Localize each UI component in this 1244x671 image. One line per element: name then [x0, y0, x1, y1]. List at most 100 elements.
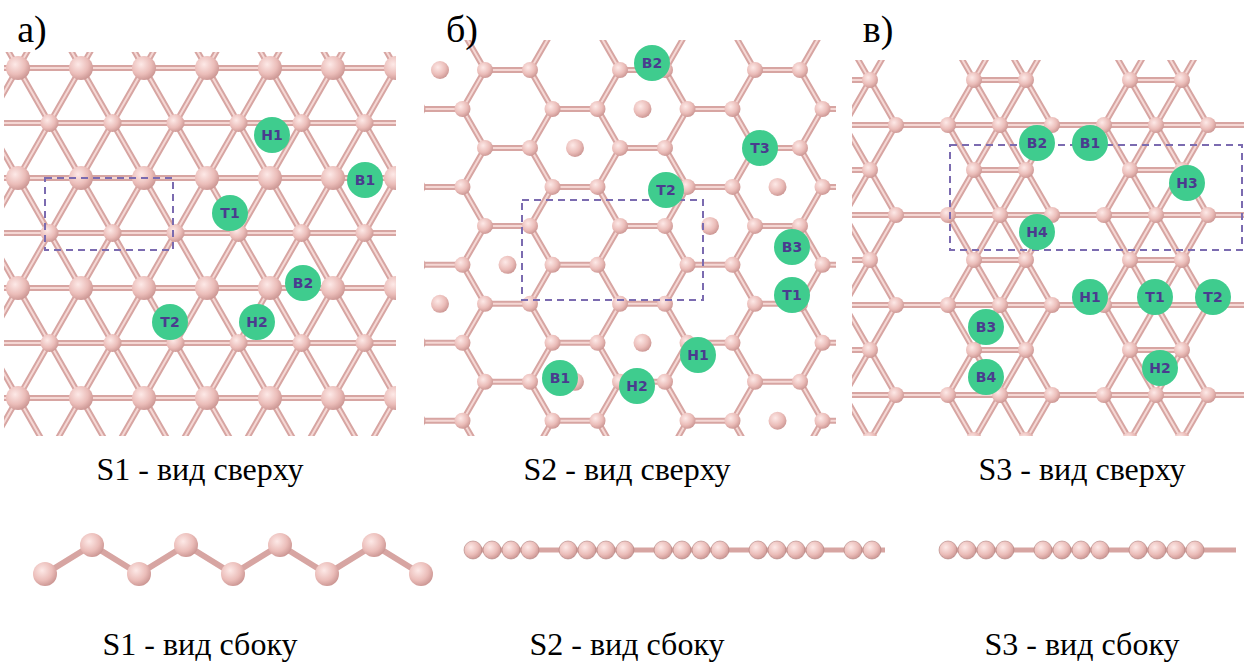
site-label: B4	[976, 370, 996, 384]
boron-atom	[657, 296, 673, 312]
lattice-s3	[852, 60, 1244, 436]
boron-atom	[195, 56, 219, 80]
boron-atom	[362, 533, 386, 557]
boron-atom	[455, 257, 471, 273]
boron-atom	[940, 207, 956, 223]
boron-atom	[477, 218, 493, 234]
bond-highlight	[50, 342, 113, 344]
boron-atom	[725, 101, 741, 117]
boron-atom	[1122, 432, 1138, 436]
boron-atom	[992, 117, 1008, 133]
boron-atom	[806, 541, 824, 559]
center-atom	[499, 256, 517, 274]
boron-atom	[455, 413, 471, 429]
bond-highlight	[50, 232, 113, 234]
boron-atom	[940, 117, 956, 133]
boron-atom	[424, 413, 426, 429]
site-marker: B3	[968, 309, 1004, 345]
boron-atom	[612, 62, 628, 78]
boron-atom	[132, 56, 156, 80]
boron-atom	[787, 541, 805, 559]
boron-atom	[844, 541, 862, 559]
boron-atom	[590, 413, 606, 429]
site-label: H2	[1149, 361, 1170, 375]
site-marker: H1	[254, 117, 290, 153]
boron-atom	[293, 114, 311, 132]
boron-atom	[862, 342, 878, 358]
boron-atom	[33, 562, 57, 586]
boron-atom	[680, 257, 696, 273]
boron-atom	[1174, 252, 1190, 268]
bond-highlight	[113, 342, 176, 344]
boron-atom	[1053, 541, 1071, 559]
boron-atom	[6, 386, 30, 410]
boron-atom	[483, 541, 501, 559]
boron-atom	[711, 541, 729, 559]
site-label: T2	[160, 315, 179, 329]
boron-atom	[657, 218, 673, 234]
site-marker: B2	[634, 45, 670, 81]
boron-atom	[966, 72, 982, 88]
boron-atom	[41, 334, 59, 352]
boron-atom	[195, 276, 219, 300]
site-label: B1	[550, 371, 570, 385]
site-label: T1	[1145, 290, 1164, 304]
boron-atom	[522, 140, 538, 156]
boron-atom	[1200, 117, 1216, 133]
site-label: H2	[626, 379, 647, 393]
boron-atom	[321, 166, 345, 190]
site-marker: B1	[542, 360, 578, 396]
boron-atom	[1167, 541, 1185, 559]
center-atom	[634, 100, 652, 118]
boron-atom	[195, 166, 219, 190]
site-marker: B4	[968, 359, 1004, 395]
site-marker: T1	[774, 277, 810, 313]
site-label: B3	[782, 240, 802, 254]
bond	[176, 120, 239, 126]
boron-atom	[293, 334, 311, 352]
boron-atom	[356, 334, 374, 352]
site-marker: H2	[1142, 350, 1178, 386]
boron-atom	[673, 541, 691, 559]
site-label: B3	[976, 320, 996, 334]
boron-atom	[888, 297, 904, 313]
boron-atom	[41, 114, 59, 132]
bond	[113, 340, 176, 346]
boron-atom	[477, 296, 493, 312]
boron-atom	[749, 541, 767, 559]
boron-atom	[966, 342, 982, 358]
boron-atom	[455, 179, 471, 195]
boron-atom	[1018, 162, 1034, 178]
boron-atom	[258, 386, 282, 410]
boron-atom	[293, 224, 311, 242]
bond	[113, 230, 176, 236]
boron-atom	[966, 252, 982, 268]
bond-highlight	[113, 122, 176, 124]
boron-atom	[747, 296, 763, 312]
boron-atom	[545, 179, 561, 195]
boron-atom	[815, 101, 831, 117]
boron-atom	[1122, 252, 1138, 268]
boron-atom	[725, 335, 741, 351]
boron-atom	[545, 413, 561, 429]
boron-atom	[792, 140, 808, 156]
boron-atom	[6, 56, 30, 80]
boron-atom	[455, 101, 471, 117]
boron-atom	[559, 541, 577, 559]
site-label: H1	[687, 348, 708, 362]
bond-highlight	[302, 232, 365, 234]
bond	[239, 230, 302, 236]
lattice-s2	[424, 40, 836, 436]
site-label: H2	[246, 315, 267, 329]
boron-atom	[1096, 207, 1112, 223]
bond-highlight	[302, 122, 365, 124]
boron-atom	[80, 533, 104, 557]
boron-atom	[1148, 117, 1164, 133]
bond	[302, 230, 365, 236]
boron-atom	[1200, 207, 1216, 223]
boron-atom	[69, 386, 93, 410]
boron-atom	[69, 276, 93, 300]
site-marker: B2	[285, 265, 321, 301]
boron-atom	[127, 562, 151, 586]
